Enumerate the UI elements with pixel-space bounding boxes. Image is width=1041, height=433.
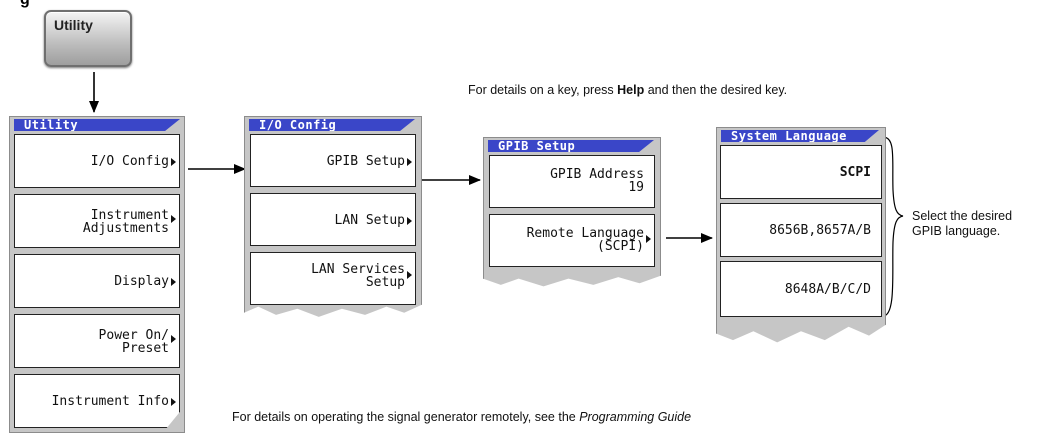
softkey-label: 8648A/B/C/D xyxy=(784,282,871,297)
softkey-label: I/O Config xyxy=(90,154,169,169)
utility-menu-title: Utility xyxy=(24,118,79,132)
submenu-arrow-icon xyxy=(171,278,176,286)
section-heading-partial: g xyxy=(20,0,80,8)
language-brace xyxy=(882,136,904,317)
system-language-menu-title: System Language xyxy=(731,129,847,143)
utility-hardkey[interactable]: Utility xyxy=(44,10,132,67)
softkey-instrument-adjustments[interactable]: Instrument Adjustments xyxy=(14,194,180,248)
softkey-instrument-info[interactable]: Instrument Info xyxy=(14,374,180,428)
gpib-language-note: Select the desired GPIB language. xyxy=(912,209,1013,238)
softkey-label: Remote Language (SCPI) xyxy=(526,226,644,254)
softkey-label: LAN Setup xyxy=(334,213,405,228)
io-config-menu-title: I/O Config xyxy=(259,118,337,132)
softkey-language-scpi[interactable]: SCPI xyxy=(720,145,882,199)
submenu-arrow-icon xyxy=(171,158,176,166)
softkey-label: Display xyxy=(114,274,169,289)
softkey-label: LAN Services Setup xyxy=(311,262,405,290)
gpib-setup-menu-title-tab: GPIB Setup xyxy=(488,140,654,152)
softkey-label: GPIB Address 19 xyxy=(550,167,644,195)
softkey-io-config[interactable]: I/O Config xyxy=(14,134,180,188)
submenu-arrow-icon xyxy=(407,271,412,279)
softkey-label: Instrument Adjustments xyxy=(82,208,169,236)
softkey-display[interactable]: Display xyxy=(14,254,180,308)
remote-note: For details on operating the signal gene… xyxy=(232,410,692,424)
gpib-setup-softkey-menu: GPIB Setup GPIB Address 19 Remote Langua… xyxy=(483,137,661,287)
submenu-arrow-icon xyxy=(407,217,412,225)
gpib-setup-menu-title: GPIB Setup xyxy=(498,139,576,153)
submenu-arrow-icon xyxy=(646,235,651,243)
softkey-gpib-address[interactable]: GPIB Address 19 xyxy=(489,155,655,208)
softkey-lan-services-setup[interactable]: LAN Services Setup xyxy=(250,252,416,305)
softkey-label: Instrument Info xyxy=(51,394,169,409)
softkey-gpib-setup[interactable]: GPIB Setup xyxy=(250,134,416,187)
io-config-softkey-menu: I/O Config GPIB Setup LAN Setup LAN Serv… xyxy=(244,116,422,317)
softkey-label: 8656B,8657A/B xyxy=(769,223,871,238)
softkey-label: Power On/ Preset xyxy=(98,328,169,356)
utility-hardkey-label: Utility xyxy=(54,17,93,33)
utility-menu-title-tab: Utility xyxy=(14,119,180,131)
softkey-language-8648abcd[interactable]: 8648A/B/C/D xyxy=(720,261,882,317)
system-language-softkey-menu: System Language SCPI 8656B,8657A/B 8648A… xyxy=(716,127,886,343)
system-language-menu-title-tab: System Language xyxy=(721,130,879,142)
io-config-menu-title-tab: I/O Config xyxy=(249,119,415,131)
softkey-language-8656b-8657ab[interactable]: 8656B,8657A/B xyxy=(720,203,882,257)
submenu-arrow-icon xyxy=(407,158,412,166)
softkey-label: GPIB Setup xyxy=(326,154,405,169)
help-note: For details on a key, press Help and the… xyxy=(468,83,788,97)
softkey-label: SCPI xyxy=(839,165,871,180)
submenu-arrow-icon xyxy=(171,398,176,406)
softkey-power-on-preset[interactable]: Power On/ Preset xyxy=(14,314,180,368)
softkey-lan-setup[interactable]: LAN Setup xyxy=(250,193,416,246)
softkey-remote-language[interactable]: Remote Language (SCPI) xyxy=(489,214,655,267)
submenu-arrow-icon xyxy=(171,215,176,223)
submenu-arrow-icon xyxy=(171,335,176,343)
utility-softkey-menu: Utility I/O Config Instrument Adjustment… xyxy=(9,116,185,433)
